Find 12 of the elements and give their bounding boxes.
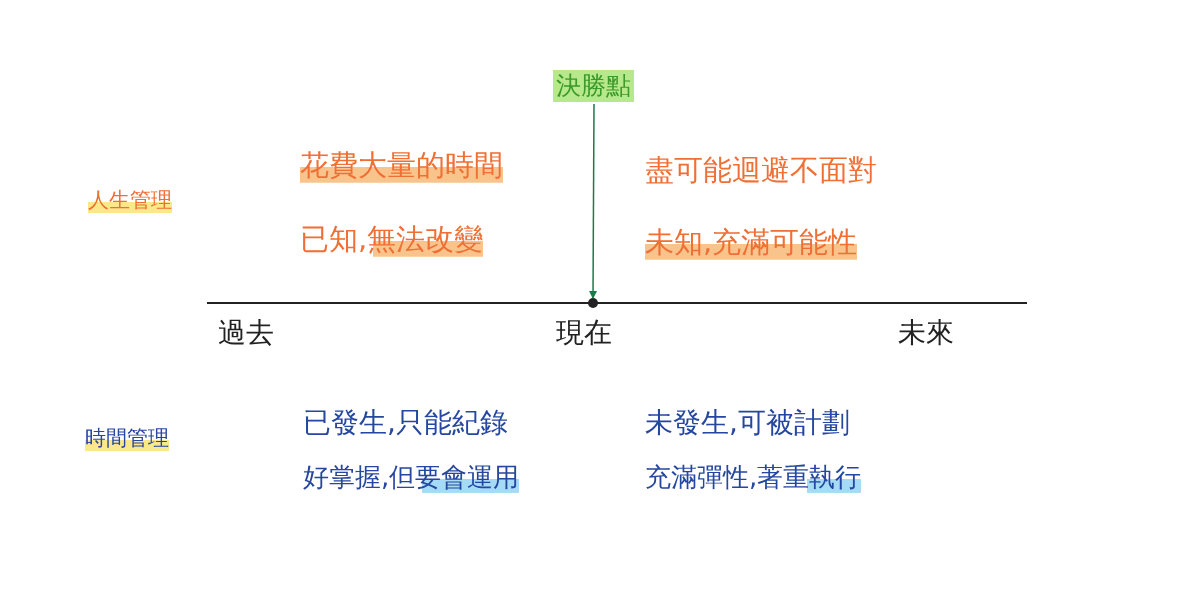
arrow [589, 103, 598, 299]
highlighted-label: 決勝點 [553, 70, 634, 102]
note-text: 好掌握,但要會運用 [303, 462, 520, 494]
note-text: 未發生,可被計劃 [645, 406, 850, 440]
timeline-dot [588, 298, 598, 308]
axis-label: 現在 [556, 316, 612, 350]
note-text: 盡可能迴避不面對 [645, 153, 877, 188]
axis-label: 過去 [218, 316, 274, 350]
axis-label: 未來 [898, 316, 954, 350]
note-text: 已發生,只能紀錄 [303, 406, 508, 440]
note-text: 充滿彈性,著重執行 [645, 462, 862, 494]
row-heading: 時間管理 [85, 426, 169, 452]
